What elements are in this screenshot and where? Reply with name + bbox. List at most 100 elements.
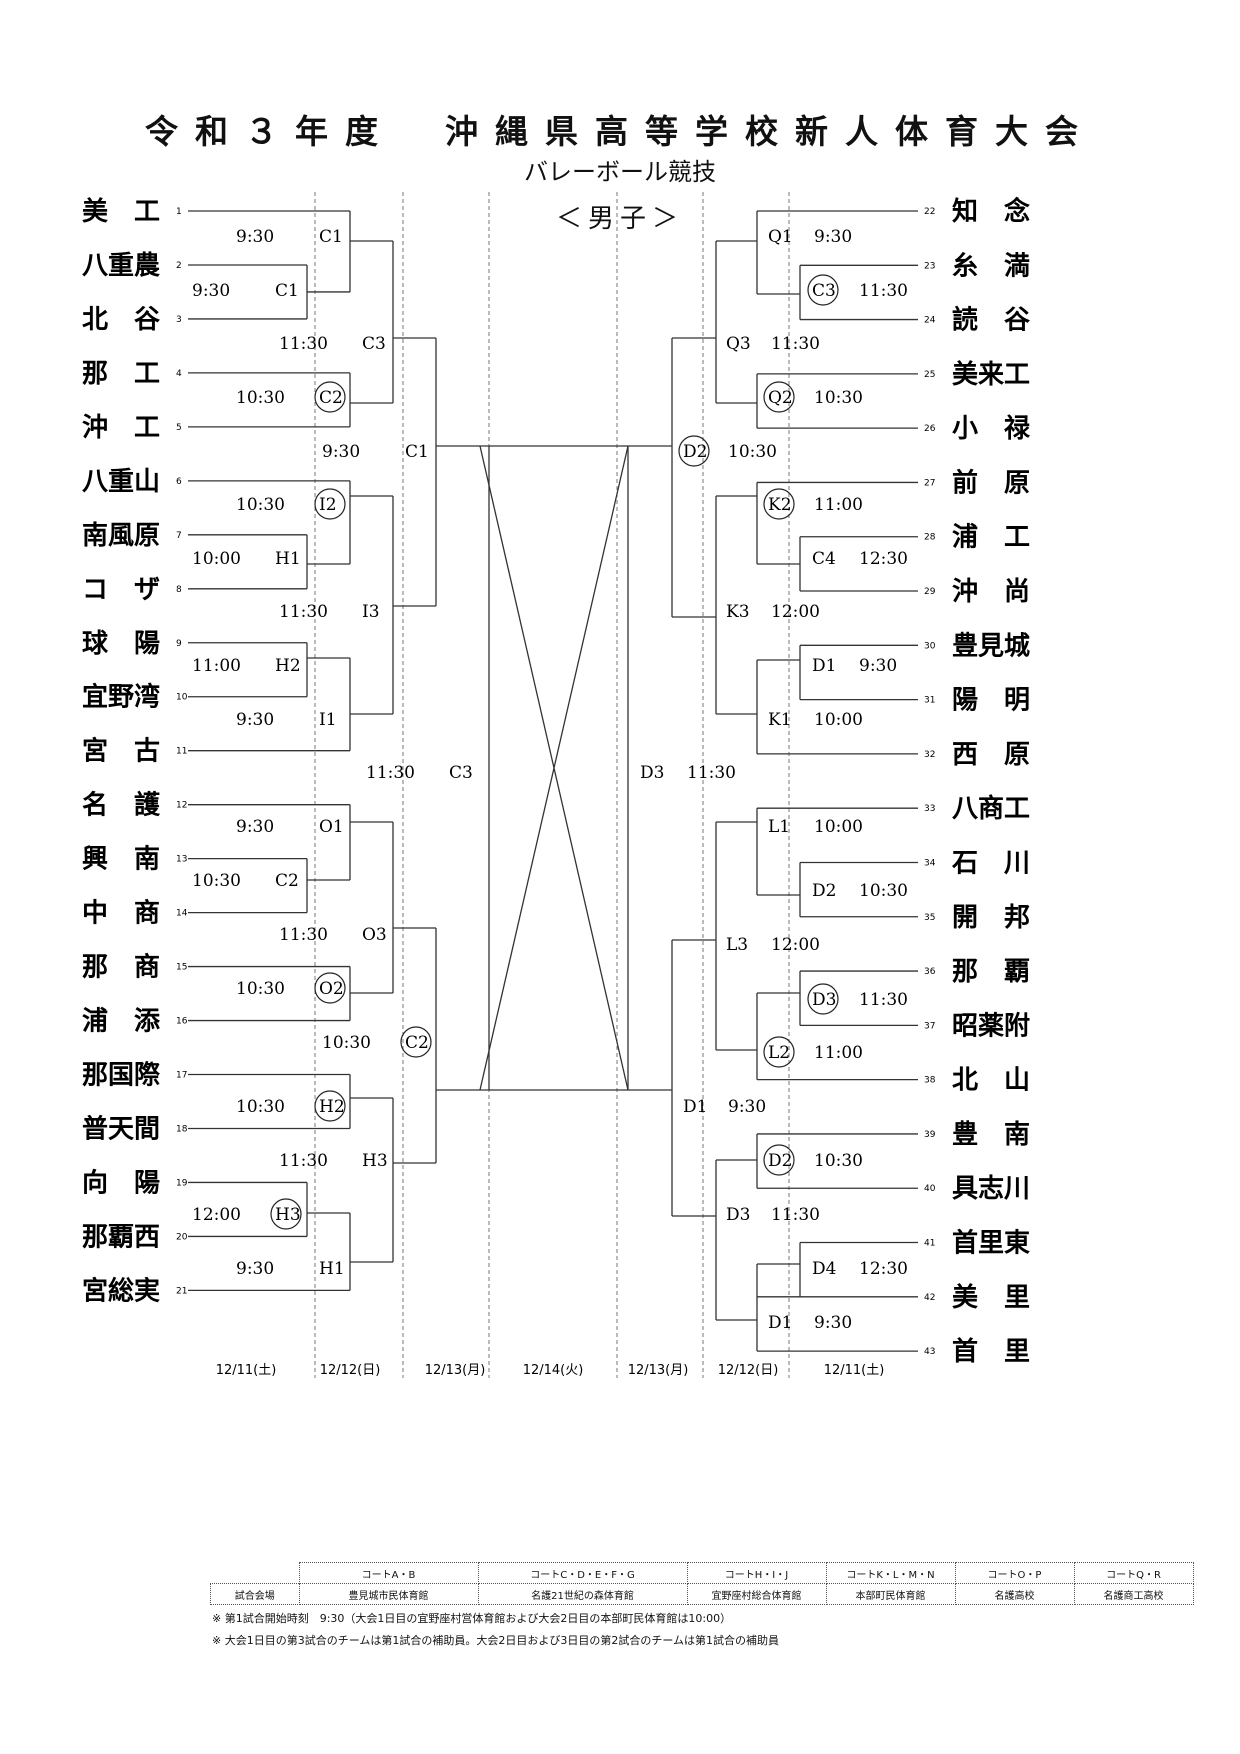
match-court: H1 bbox=[319, 1259, 345, 1279]
court-circle bbox=[763, 381, 795, 413]
court-circle bbox=[807, 274, 839, 306]
match-time: 11:30 bbox=[771, 1205, 820, 1225]
seed-number: 24 bbox=[924, 316, 936, 326]
match-court: K1 bbox=[768, 710, 792, 730]
match-court: D2 bbox=[812, 881, 836, 901]
match-time: 9:30 bbox=[859, 656, 897, 676]
match-time: 10:30 bbox=[814, 1151, 863, 1171]
match-court: O1 bbox=[319, 817, 344, 837]
match-court: Q3 bbox=[726, 334, 751, 354]
match-court: O3 bbox=[362, 925, 387, 945]
court-circle bbox=[314, 488, 346, 520]
match-time: 10:30 bbox=[728, 442, 777, 462]
seed-number: 6 bbox=[176, 477, 182, 487]
hall-cell: 本部町民体育館 bbox=[825, 1583, 956, 1605]
match-court: Q1 bbox=[768, 227, 793, 247]
match-time: 12:30 bbox=[859, 549, 908, 569]
seed-number: 31 bbox=[924, 696, 935, 706]
match-time: 11:30 bbox=[279, 925, 328, 945]
match-time: 10:30 bbox=[236, 388, 285, 408]
court-cell: コートC・D・E・F・G bbox=[477, 1562, 688, 1584]
venue-table: コートA・B コートC・D・E・F・G コートH・I・J コートK・L・M・N … bbox=[210, 1562, 1194, 1605]
match-court: D3 bbox=[726, 1205, 750, 1225]
team-name: 前 原 bbox=[952, 467, 1030, 498]
seed-number: 18 bbox=[176, 1124, 188, 1134]
team-name: 美来工 bbox=[952, 359, 1030, 390]
venue-label: 試合会場 bbox=[210, 1583, 300, 1605]
team-name: 八商工 bbox=[952, 793, 1030, 824]
match-court: C4 bbox=[812, 549, 836, 569]
match-time: 10:30 bbox=[859, 881, 908, 901]
court-circle bbox=[314, 1090, 346, 1122]
team-name: 中 商 bbox=[82, 898, 160, 929]
seed-number: 30 bbox=[924, 641, 936, 651]
match-time: 11:00 bbox=[814, 495, 863, 515]
seed-number: 40 bbox=[924, 1184, 936, 1194]
match-time: 10:30 bbox=[192, 871, 241, 891]
seed-number: 17 bbox=[176, 1071, 187, 1081]
match-court: L3 bbox=[726, 935, 748, 955]
seed-number: 20 bbox=[176, 1232, 188, 1242]
team-name: 普天間 bbox=[82, 1113, 160, 1144]
match-time: 11:30 bbox=[859, 281, 908, 301]
match-time: 12:00 bbox=[771, 602, 820, 622]
match-time: 9:30 bbox=[728, 1097, 766, 1117]
seed-number: 33 bbox=[924, 804, 935, 814]
match-time: 11:30 bbox=[859, 990, 908, 1010]
seed-number: 42 bbox=[924, 1293, 935, 1303]
match-time: 11:30 bbox=[771, 334, 820, 354]
court-circle bbox=[807, 983, 839, 1015]
seed-number: 22 bbox=[924, 207, 935, 217]
seed-number: 21 bbox=[176, 1286, 187, 1296]
match-court: Q2 bbox=[768, 388, 793, 408]
match-court: H2 bbox=[275, 656, 301, 676]
seed-number: 2 bbox=[176, 261, 182, 271]
round-date: 12/12(日) bbox=[320, 1363, 381, 1378]
round-date: 12/13(月) bbox=[628, 1363, 689, 1378]
match-time: 10:30 bbox=[322, 1033, 371, 1053]
match-time: 10:00 bbox=[192, 549, 241, 569]
match-time: 11:30 bbox=[366, 763, 415, 783]
match-court: D2 bbox=[768, 1151, 792, 1171]
note-start-time: ※ 第1試合開始時刻 9:30（大会1日目の宜野座村営体育館および大会2日目の本… bbox=[212, 1612, 732, 1625]
team-name: 具志川 bbox=[952, 1174, 1030, 1204]
seed-number: 4 bbox=[176, 369, 182, 379]
team-name: 向 陽 bbox=[82, 1167, 160, 1198]
match-court: C3 bbox=[449, 763, 473, 783]
team-name: 石 川 bbox=[951, 848, 1030, 878]
match-court: L1 bbox=[768, 817, 790, 837]
match-court: K2 bbox=[768, 495, 792, 515]
match-time: 9:30 bbox=[322, 442, 360, 462]
hall-cell: 名護21世紀の森体育館 bbox=[477, 1583, 688, 1605]
team-name: 豊見城 bbox=[952, 631, 1030, 661]
team-name: 読 谷 bbox=[952, 305, 1031, 336]
court-circle bbox=[270, 1198, 302, 1230]
match-court: D1 bbox=[812, 656, 836, 676]
team-name: 名 護 bbox=[82, 790, 161, 821]
match-time: 10:30 bbox=[814, 388, 863, 408]
seed-number: 23 bbox=[924, 261, 935, 271]
hall-cell: 名護高校 bbox=[954, 1583, 1075, 1605]
team-name: 美 工 bbox=[82, 196, 160, 227]
seed-number: 14 bbox=[176, 909, 188, 919]
match-court: D4 bbox=[812, 1259, 836, 1279]
team-name: 八重山 bbox=[82, 467, 160, 497]
seed-number: 34 bbox=[924, 858, 936, 868]
seed-number: 28 bbox=[924, 533, 936, 543]
team-name: 那覇西 bbox=[82, 1222, 160, 1252]
court-circle bbox=[763, 1036, 795, 1068]
match-time: 10:30 bbox=[236, 495, 285, 515]
match-court: D3 bbox=[640, 763, 664, 783]
team-name: 陽 明 bbox=[952, 686, 1030, 716]
seed-number: 38 bbox=[924, 1076, 936, 1086]
seed-number: 15 bbox=[176, 963, 187, 973]
team-name: 沖 尚 bbox=[952, 577, 1030, 607]
court-cell: コートH・I・J bbox=[686, 1562, 827, 1584]
team-name: 開 邦 bbox=[952, 903, 1030, 933]
match-court: I3 bbox=[362, 602, 380, 622]
seed-number: 13 bbox=[176, 855, 187, 865]
team-name: 首里東 bbox=[952, 1228, 1030, 1259]
seed-number: 11 bbox=[176, 747, 187, 757]
match-court: K3 bbox=[726, 602, 750, 622]
match-time: 9:30 bbox=[192, 281, 230, 301]
